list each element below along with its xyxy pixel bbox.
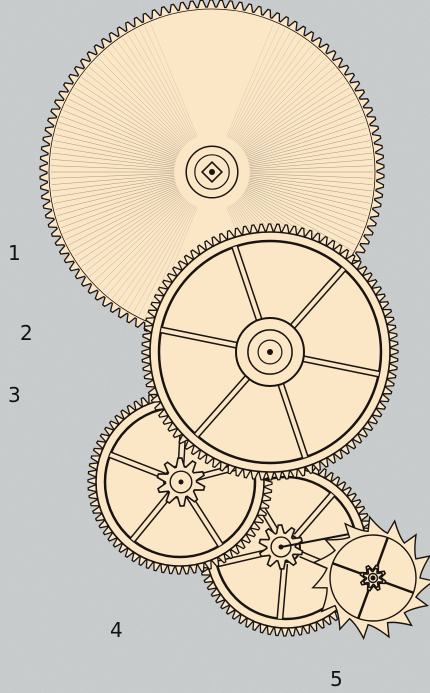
center-wheel (142, 224, 398, 480)
label-4: 4 (110, 620, 123, 640)
label-5: 5 (330, 669, 343, 689)
label-2: 2 (20, 323, 33, 343)
label-1: 1 (8, 243, 21, 263)
label-3: 3 (8, 385, 21, 405)
